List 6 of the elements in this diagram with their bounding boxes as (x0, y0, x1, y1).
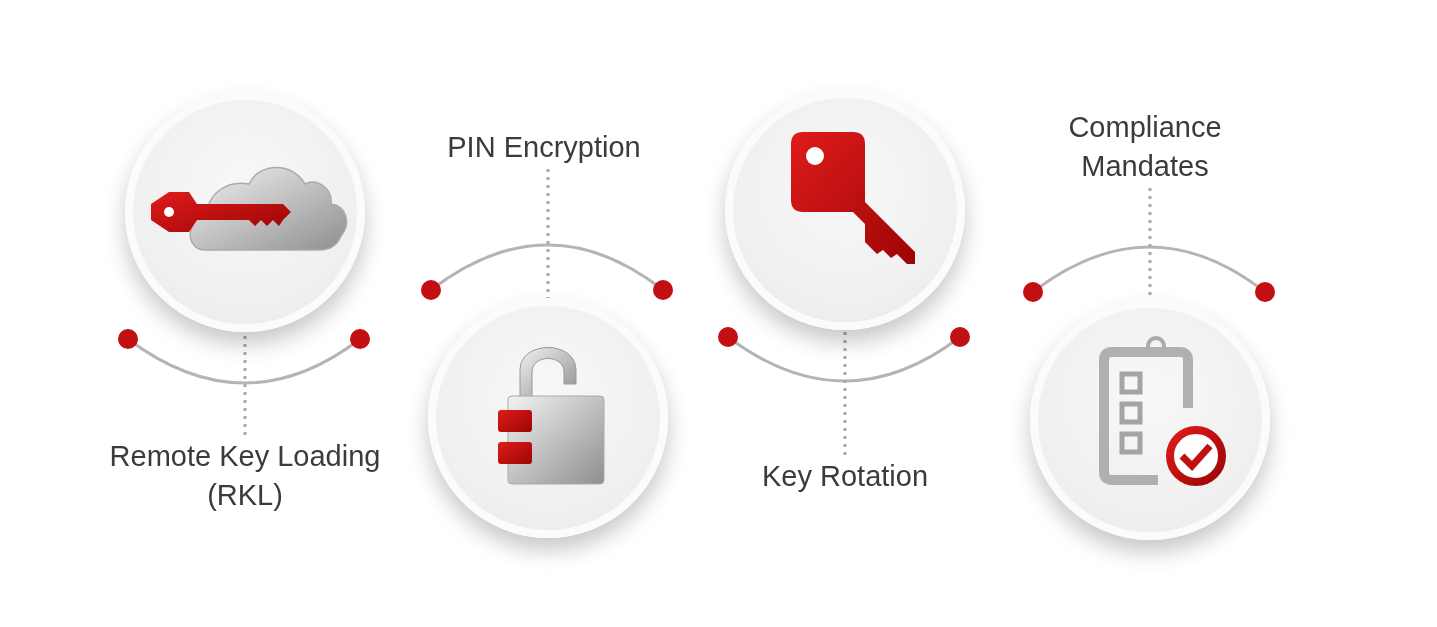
step-label: Remote Key Loading (RKL) (85, 437, 405, 515)
leader-line (546, 169, 550, 298)
leader-line (843, 330, 847, 455)
step-label: Key Rotation (720, 457, 970, 496)
step-label: PIN Encryption (404, 128, 684, 167)
step-label: Compliance Mandates (1020, 108, 1270, 186)
